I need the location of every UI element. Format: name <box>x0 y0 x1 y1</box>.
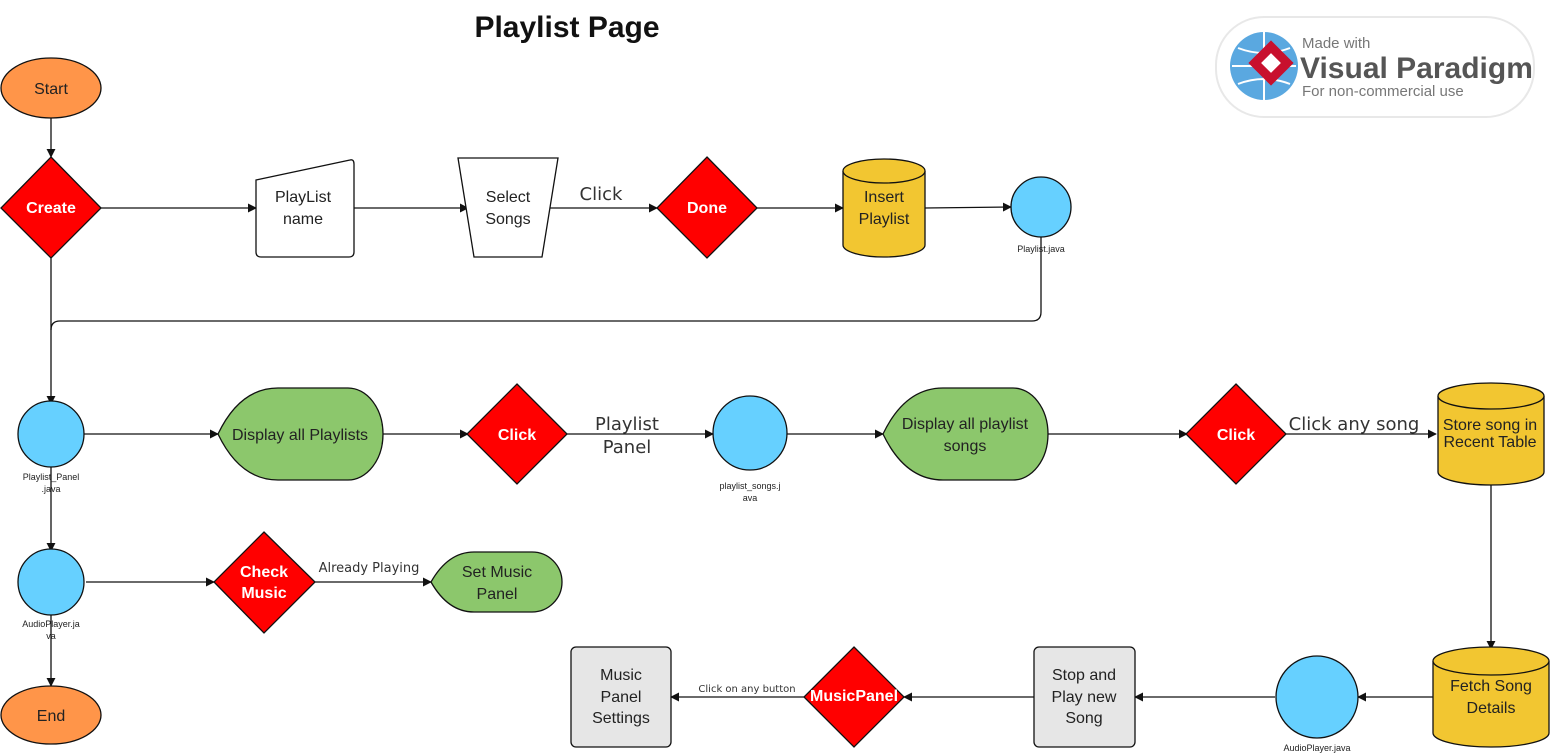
check-music-decision: Check Music <box>213 531 316 634</box>
done-decision: Done <box>656 156 758 259</box>
create-decision: Create <box>0 156 102 259</box>
check-music-line2: Music <box>241 585 286 602</box>
fetch-song-details-database: Fetch Song Details <box>1432 646 1550 748</box>
check-music-line1: Check <box>240 564 288 581</box>
edge-label-click: Click <box>580 184 623 205</box>
set-music-panel-line2: Panel <box>477 586 518 603</box>
playlist-java-label: Playlist.java <box>1017 244 1065 254</box>
done-label: Done <box>687 200 727 217</box>
music-panel-diamond-label: MusicPanel <box>810 688 898 705</box>
click-2-label: Click <box>1217 427 1255 444</box>
start-node: Start <box>0 57 102 119</box>
store-song-database: Store song in Recent Table <box>1437 382 1545 486</box>
page-title: Playlist Page <box>474 11 659 44</box>
fetch-song-details-line1: Fetch Song <box>1450 678 1532 695</box>
stop-and-play-line1: Stop and <box>1052 667 1116 684</box>
set-music-panel-line1: Set Music <box>462 564 532 581</box>
select-songs-line2: Songs <box>485 211 530 228</box>
music-panel-settings-line2: Panel <box>601 689 642 706</box>
playlist-panel-java-node: Playlist_Panel .java <box>17 400 85 494</box>
audioplayer-java-1-line1: AudioPlayer.ja <box>22 619 80 629</box>
audioplayer-java-node-2: AudioPlayer.java <box>1275 655 1359 753</box>
end-label: End <box>37 708 65 725</box>
set-music-panel-node: Set Music Panel <box>430 551 563 613</box>
display-all-playlists-node: Display all Playlists <box>217 387 384 481</box>
playlist-name-input-node: PlayList name <box>255 159 355 258</box>
playlist-name-line2: name <box>283 211 323 228</box>
stop-and-play-line2: Play new <box>1052 689 1117 706</box>
playlist-songs-java-node: playlist_songs.j ava <box>712 395 788 503</box>
insert-playlist-database: Insert Playlist <box>842 158 926 258</box>
select-songs-node: Select Songs <box>457 157 559 258</box>
click-1-label: Click <box>498 427 536 444</box>
edge-label-panel: Panel <box>603 437 652 458</box>
edge-label-playlist: Playlist <box>595 414 659 435</box>
playlist-songs-java-line2: ava <box>743 493 758 503</box>
display-all-playlist-songs-line1: Display all playlist <box>902 416 1029 433</box>
music-panel-settings-line3: Settings <box>592 710 650 727</box>
click-decision-2: Click <box>1185 383 1287 485</box>
start-label: Start <box>34 81 68 98</box>
edge-label-click-any-song: Click any song <box>1289 414 1420 435</box>
select-songs-line1: Select <box>486 189 531 206</box>
display-all-playlist-songs-node: Display all playlist songs <box>882 387 1049 481</box>
display-all-playlists-label: Display all Playlists <box>232 427 368 444</box>
end-node: End <box>0 685 102 745</box>
insert-playlist-line2: Playlist <box>859 211 910 228</box>
playlist-panel-java-line2: .java <box>41 484 60 494</box>
music-panel-decision: MusicPanel <box>803 646 905 748</box>
display-all-playlist-songs-line2: songs <box>944 438 987 455</box>
playlist-name-line1: PlayList <box>275 189 332 206</box>
visual-paradigm-logo-icon <box>1230 32 1298 100</box>
playlist-panel-java-line1: Playlist_Panel <box>23 472 80 482</box>
store-song-line1: Store song in <box>1443 417 1537 434</box>
watermark-line3: For non-commercial use <box>1302 83 1464 100</box>
insert-playlist-line1: Insert <box>864 189 905 206</box>
edge-label-click-on-any-button: Click on any button <box>698 684 795 695</box>
edge-label-already-playing: Already Playing <box>319 561 420 576</box>
audioplayer-java-node-1: AudioPlayer.ja va <box>17 548 85 641</box>
playlist-java-node: Playlist.java <box>1010 176 1072 254</box>
watermark-line1: Made with <box>1302 35 1370 52</box>
music-panel-settings-node: Music Panel Settings <box>570 646 672 748</box>
playlist-songs-java-line1: playlist_songs.j <box>719 481 780 491</box>
music-panel-settings-line1: Music <box>600 667 642 684</box>
create-label: Create <box>26 200 76 217</box>
audioplayer-java-2-label: AudioPlayer.java <box>1283 743 1350 753</box>
fetch-song-details-line2: Details <box>1467 700 1516 717</box>
edge-playlist-java-loop <box>50 237 1042 331</box>
visual-paradigm-watermark: Made with Visual Paradigm For non-commer… <box>1215 16 1535 118</box>
watermark-line2: Visual Paradigm <box>1300 52 1533 85</box>
store-song-line2: Recent Table <box>1443 434 1536 451</box>
stop-and-play-line3: Song <box>1065 710 1102 727</box>
edge-insert-playlist-playlist-java <box>924 202 1012 212</box>
click-decision-1: Click <box>466 383 568 485</box>
stop-and-play-node: Stop and Play new Song <box>1033 646 1136 748</box>
audioplayer-java-1-line2: va <box>46 631 56 641</box>
edges <box>46 118 1496 702</box>
